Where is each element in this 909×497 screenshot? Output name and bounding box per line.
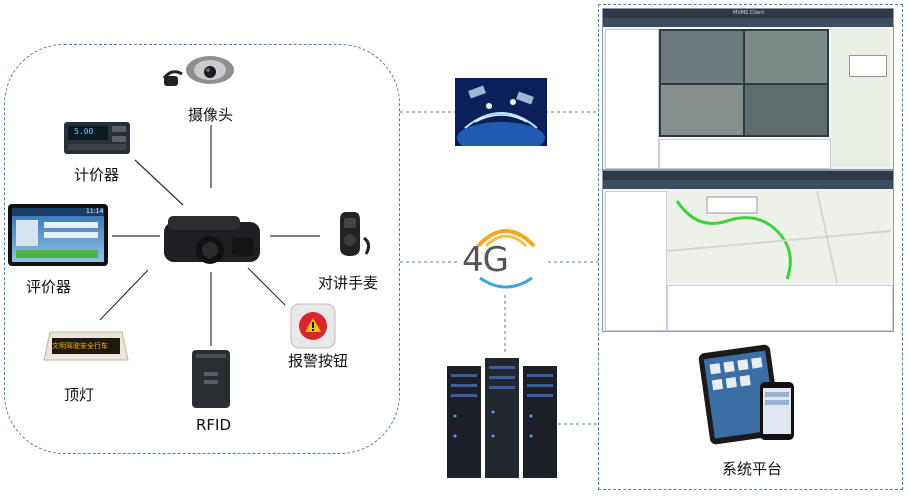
dvr-device-image [164, 216, 260, 264]
toplight-text: 文明驾驶安全行车 [52, 342, 108, 350]
platform-map-screenshot [602, 170, 894, 332]
camera-image [162, 56, 234, 86]
4g-logo [476, 229, 536, 289]
tablet-phone-image [698, 344, 794, 445]
vehicle-devices-region [4, 44, 400, 454]
meter-image [64, 122, 130, 154]
app-titlebar: MVMS Client [603, 9, 893, 18]
alarm-label: 报警按钮 [288, 352, 349, 370]
meter-label: 计价器 [74, 166, 120, 184]
rfid-image [192, 350, 230, 408]
toplight-image [43, 331, 129, 361]
toplight-label: 顶灯 [64, 386, 95, 404]
evaluator-time: 11:14 [86, 208, 104, 215]
platform-region [598, 4, 903, 490]
evaluator-label: 评价器 [26, 278, 72, 296]
intercom-image [340, 212, 371, 256]
evaluator-image: 11:14 [8, 204, 108, 266]
camera-label: 摄像头 [188, 106, 234, 124]
platform-video-screenshot: MVMS Client [602, 8, 894, 170]
rfid-label: RFID [196, 416, 232, 434]
intercom-label: 对讲手麦 [318, 274, 379, 292]
platform-label: 系统平台 [722, 460, 783, 478]
alarm-image [290, 303, 336, 349]
meter-display-value: 5.00 [74, 127, 94, 136]
server-rack-image [447, 358, 557, 478]
satellite-image [455, 78, 547, 146]
4g-label: 4G [462, 240, 509, 280]
